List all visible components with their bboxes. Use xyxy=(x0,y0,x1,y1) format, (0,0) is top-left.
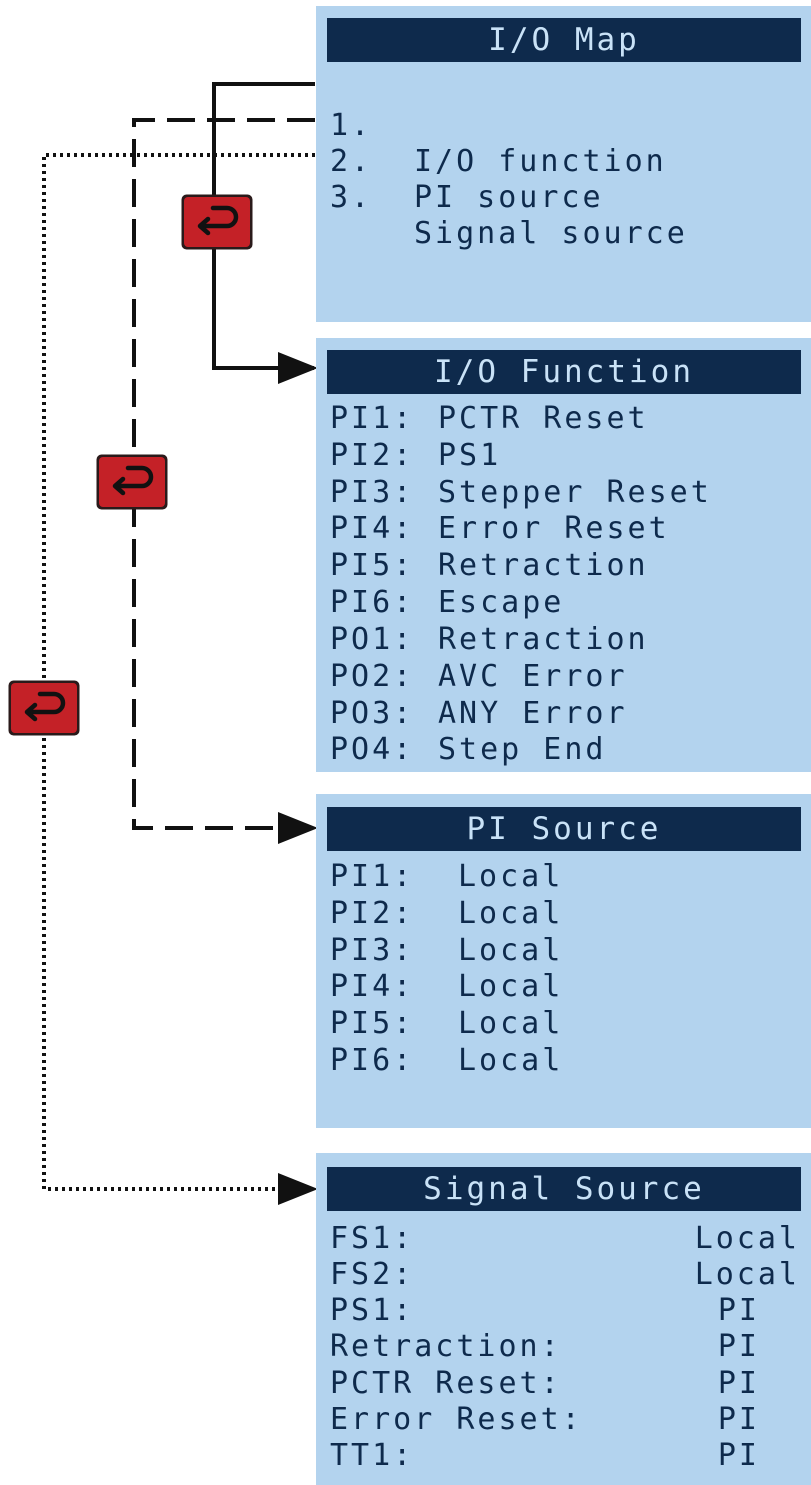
row-value: Stepper Reset xyxy=(438,475,712,510)
row-value: PI xyxy=(717,1293,760,1328)
row-value: Local xyxy=(458,933,564,968)
row-key: PO3: xyxy=(330,696,415,731)
row-key: PCTR Reset: xyxy=(330,1366,562,1401)
back-button-signal-source[interactable] xyxy=(8,680,80,736)
back-button-io-function[interactable] xyxy=(181,194,253,250)
menu-item-label: Signal source xyxy=(414,216,688,251)
row-value: Local xyxy=(458,859,564,894)
io-function-title: I/O Function xyxy=(327,350,801,394)
button-face xyxy=(184,197,250,247)
row-key: PI1: xyxy=(330,859,415,894)
row-key: FS1: xyxy=(330,1221,415,1256)
list-item: PO4: Step End xyxy=(330,732,604,768)
row-value: Local xyxy=(694,1221,800,1256)
return-arrow-icon xyxy=(197,205,239,236)
row-key: Retraction: xyxy=(330,1329,562,1364)
signal-source-panel: Signal Source FS1: Local FS2: Local PS1: PI… xyxy=(316,1153,811,1485)
menu-item-pi-source[interactable]: 2. PI source xyxy=(330,108,601,252)
row-value: AVC Error xyxy=(438,659,628,694)
row-value: PI xyxy=(717,1329,760,1364)
row-key: PI2: xyxy=(330,438,415,473)
row-key: PO1: xyxy=(330,622,415,657)
list-item: PI4: Error Reset xyxy=(330,511,667,547)
list-item: PI5: Retraction xyxy=(330,548,646,584)
row-value: Error Reset xyxy=(438,511,670,546)
row-value: ANY Error xyxy=(438,696,628,731)
pi-source-panel: PI Source PI1:Local PI2:Local PI3:Local … xyxy=(316,794,811,1128)
list-item: PI1:Local xyxy=(330,859,560,895)
row-key: FS2: xyxy=(330,1257,415,1292)
return-arrow-icon xyxy=(24,691,66,722)
button-face xyxy=(11,683,77,733)
row-key: PO2: xyxy=(330,659,415,694)
row-key: PI2: xyxy=(330,896,415,931)
io-map-title: I/O Map xyxy=(327,18,801,62)
menu-item-number: 1. xyxy=(330,108,373,143)
row-key: PI3: xyxy=(330,475,415,510)
row-key: PI5: xyxy=(330,548,415,583)
back-button-pi-source[interactable] xyxy=(96,454,168,510)
row-value: PI xyxy=(717,1366,760,1401)
list-item: PO1: Retraction xyxy=(330,622,646,658)
menu-item-number: 2. xyxy=(330,144,373,179)
menu-item-label: PI source xyxy=(414,180,604,215)
row-key: PO4: xyxy=(330,732,415,767)
row-value: Local xyxy=(694,1257,800,1292)
menu-item-signal-source[interactable]: 3. Signal source xyxy=(330,144,685,288)
list-item: PI5:Local xyxy=(330,1006,560,1042)
row-value: PI xyxy=(717,1402,760,1437)
row-key: PI4: xyxy=(330,511,415,546)
row-value: Retraction xyxy=(438,548,649,583)
row-key: PI6: xyxy=(330,1043,415,1078)
list-item: PI2:Local xyxy=(330,896,560,932)
row-key: TT1: xyxy=(330,1438,415,1473)
button-face xyxy=(99,457,165,507)
row-value: PCTR Reset xyxy=(438,401,649,436)
row-key: PI3: xyxy=(330,933,415,968)
row-value: PI xyxy=(717,1438,760,1473)
row-value: Local xyxy=(458,969,564,1004)
row-key: Error Reset: xyxy=(330,1402,583,1437)
list-item: PO3: ANY Error xyxy=(330,696,625,732)
row-value: Escape xyxy=(438,585,565,620)
list-item: PI1: PCTR Reset xyxy=(330,401,646,437)
list-item: PI3: Stepper Reset xyxy=(330,475,709,511)
signal-source-title: Signal Source xyxy=(327,1167,801,1211)
row-value: Local xyxy=(458,1006,564,1041)
row-value: Local xyxy=(458,896,564,931)
menu-item-io-function[interactable]: 1. I/O function xyxy=(330,72,664,216)
row-value: PS1 xyxy=(438,438,502,473)
row-key: PI5: xyxy=(330,1006,415,1041)
menu-item-number: 3. xyxy=(330,180,373,215)
list-item: PI2:PS1 xyxy=(330,438,498,474)
row-value: Retraction xyxy=(438,622,649,657)
connector-signal-source xyxy=(42,153,318,1205)
menu-item-label: I/O function xyxy=(414,144,667,179)
list-item: PI3:Local xyxy=(330,933,560,969)
row-value: Step End xyxy=(438,732,607,767)
row-key: PI4: xyxy=(330,969,415,1004)
pi-source-title: PI Source xyxy=(327,807,801,851)
row-key: PI1: xyxy=(330,401,415,436)
list-item: PI6:Escape xyxy=(330,585,561,621)
row-key: PS1: xyxy=(330,1293,415,1328)
row-value: Local xyxy=(458,1043,564,1078)
io-function-panel: I/O Function PI1:PCTR Reset PI2:PS1 PI3:… xyxy=(316,338,811,772)
list-item: PI4:Local xyxy=(330,969,560,1005)
list-item: PO2: AVC Error xyxy=(330,659,625,695)
io-map-panel: I/O Map 1. I/O function 2. PI source 3. … xyxy=(316,6,811,322)
list-item: PI6:Local xyxy=(330,1043,560,1079)
return-arrow-icon xyxy=(112,465,154,496)
row-key: PI6: xyxy=(330,585,415,620)
